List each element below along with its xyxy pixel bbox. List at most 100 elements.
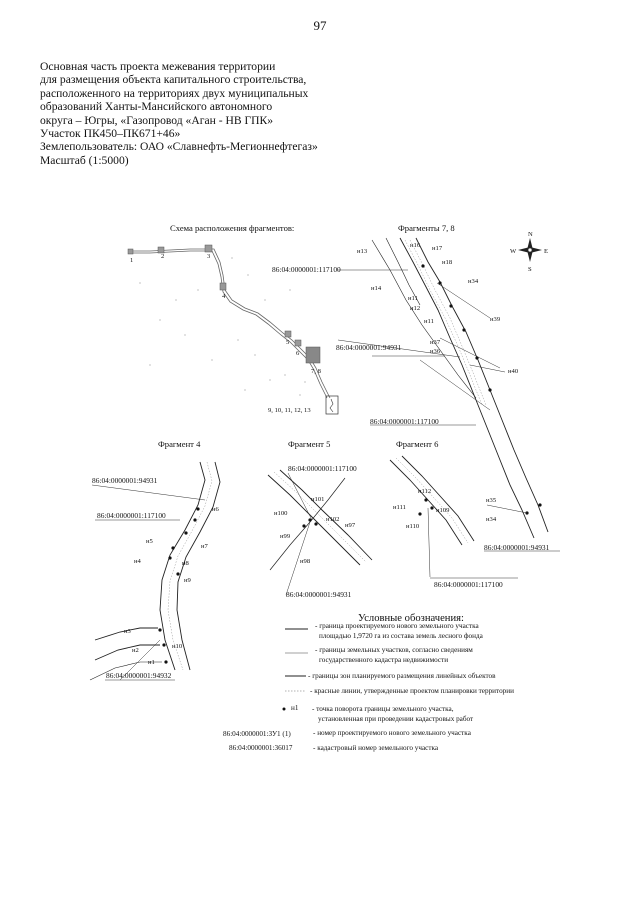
fragment-4-title: Фрагмент 4 <box>158 439 201 449</box>
header-line: округа – Югры, «Газопровод «Аган - НВ ГП… <box>40 113 274 127</box>
legend-item-text: - точка поворота границы земельного учас… <box>312 705 454 713</box>
point-label: н12 <box>410 305 420 312</box>
point-label: н5 <box>146 538 154 545</box>
cadastral-number: 86:04:0000001:94931 <box>484 543 550 552</box>
point-label: н109 <box>436 507 450 514</box>
cadastral-number: 86:04:0000001:94931 <box>92 476 158 485</box>
header-line: для размещения объекта капитального стро… <box>40 73 307 87</box>
frag4-boundary <box>159 461 206 671</box>
scheme-label-7-8: 7, 8 <box>311 368 322 375</box>
page-number: 97 <box>313 18 327 33</box>
legend-sample-plot-number: 86:04:0000001:ЗУ1 (1) <box>223 730 291 738</box>
legend-item-text: площадью 1,9720 га из состава земель лес… <box>319 632 484 640</box>
fragment-7-8: Фрагменты 7, 8 н13 н16 н17 н18 <box>272 223 560 552</box>
compass-s: S <box>528 266 532 273</box>
fragment-5: Фрагмент 5 н101 н100 н102 н97 н99 н98 86… <box>267 439 373 599</box>
cadastral-number: 86:04:0000001:117100 <box>97 511 166 520</box>
legend-title: Условные обозначения: <box>358 613 464 624</box>
scheme-label-2: 2 <box>161 253 164 260</box>
scheme-label-6: 6 <box>296 350 300 357</box>
header-line: Участок ПК450–ПК671+46» <box>40 127 181 141</box>
point-label: н40 <box>508 368 519 375</box>
scheme-fragment-marker <box>284 330 292 338</box>
point-label: н110 <box>406 523 420 530</box>
scheme-fragment-marker <box>157 246 165 254</box>
point-label: н17 <box>432 245 443 252</box>
legend-item-text: - границы земельных участков, согласно с… <box>315 646 473 654</box>
compass-w: W <box>510 248 517 255</box>
point-label: н16 <box>410 242 421 249</box>
frag5-boundary <box>267 474 361 566</box>
point-label: н112 <box>418 488 431 495</box>
point-label: н13 <box>357 248 368 255</box>
point-label: н100 <box>274 510 288 517</box>
header-line: расположенного на территориях двух муниц… <box>40 86 309 100</box>
scheme-title: Схема расположения фрагментов: <box>170 223 294 233</box>
point-label: н2 <box>132 647 139 654</box>
point-label: н11 <box>408 295 418 302</box>
scheme-fragment-marker <box>294 339 302 347</box>
compass-rose-icon: N S W E <box>510 231 548 273</box>
fragment-scheme: Схема расположения фрагментов: 1 2 3 4 5… <box>127 223 339 415</box>
legend-item-text: - номер проектируемого нового земельного… <box>313 729 472 737</box>
cadastral-number: 86:04:0000001:117100 <box>370 417 439 426</box>
legend-item-text: - граница проектируемого нового земельно… <box>315 622 480 630</box>
point-label: н3 <box>124 628 132 635</box>
point-label: н101 <box>311 496 324 503</box>
frag6-boundary <box>389 459 463 546</box>
legend-sample-cadastral: 86:04:0000001:36017 <box>229 744 293 752</box>
scheme-label-4: 4 <box>222 293 226 300</box>
point-label: н35 <box>486 497 497 504</box>
scheme-label-5: 5 <box>286 339 290 346</box>
fragment-6: Фрагмент 6 н112 н111 н109 н110 86:04:000… <box>389 439 518 589</box>
cadastral-number: 86:04:0000001:94931 <box>286 590 352 599</box>
frag78-boundary-right <box>415 237 549 533</box>
fragment-4: Фрагмент 4 н6 н5 н4 н7 н8 н9 н3 н2 <box>89 439 221 681</box>
point-label: н37 <box>430 339 441 346</box>
scheme-label-3: 3 <box>207 253 211 260</box>
header-line: образований Ханты-Мансийского автономног… <box>40 100 273 114</box>
cadastral-number: 86:04:0000001:117100 <box>288 464 357 473</box>
point-label: н98 <box>300 558 311 565</box>
cadastral-number: 86:04:0000001:94932 <box>106 671 172 680</box>
scheme-dots <box>139 257 306 396</box>
fragment-6-title: Фрагмент 6 <box>396 439 439 449</box>
fragment-5-title: Фрагмент 5 <box>288 439 330 449</box>
point-label: н14 <box>371 285 382 292</box>
legend-item-text: - границы зон планируемого размещения ли… <box>308 672 496 680</box>
scheme-fragment-marker <box>204 244 213 253</box>
point-label: н39 <box>490 316 501 323</box>
point-label: н97 <box>345 522 356 529</box>
point-label: н111 <box>393 504 406 511</box>
point-label: н8 <box>182 560 190 567</box>
scheme-fragment-marker <box>305 346 321 364</box>
document-header: Основная часть проекта межевания террито… <box>40 60 370 167</box>
compass-n: N <box>528 231 533 238</box>
header-line: Землепользователь: ОАО «Славнефть-Мегион… <box>40 140 318 154</box>
frag78-boundary-left <box>399 237 535 539</box>
scheme-fragment-marker <box>127 248 134 255</box>
point-label: н9 <box>184 577 192 584</box>
point-label: н99 <box>280 533 291 540</box>
legend-item-text: установленная при проведении кадастровых… <box>318 715 474 723</box>
cadastral-number: 86:04:0000001:94931 <box>336 343 402 352</box>
legend-item-text: - кадастровый номер земельного участка <box>313 744 439 752</box>
header-line: Масштаб (1:5000) <box>40 153 129 167</box>
scheme-fragment-marker <box>325 395 339 415</box>
point-label: н6 <box>212 506 220 513</box>
point-label: н4 <box>134 558 142 565</box>
legend-sample-point: н1 <box>291 704 299 712</box>
scheme-label-1: 1 <box>130 257 133 264</box>
legend-item-text: государственного кадастра недвижимости <box>319 656 448 664</box>
cadastral-number: 86:04:0000001:117100 <box>434 580 503 589</box>
point-label: н34 <box>486 516 497 523</box>
fragment-7-8-title: Фрагменты 7, 8 <box>398 223 455 233</box>
point-label: н7 <box>201 543 209 550</box>
point-label: н11 <box>424 318 434 325</box>
point-label: н102 <box>326 516 339 523</box>
legend-item-text: - красные линии, утвержденные проектом п… <box>310 687 514 695</box>
legend: Условные обозначения: - граница проектир… <box>223 613 514 752</box>
point-label: н34 <box>468 278 479 285</box>
scheme-fragment-marker <box>219 282 227 291</box>
